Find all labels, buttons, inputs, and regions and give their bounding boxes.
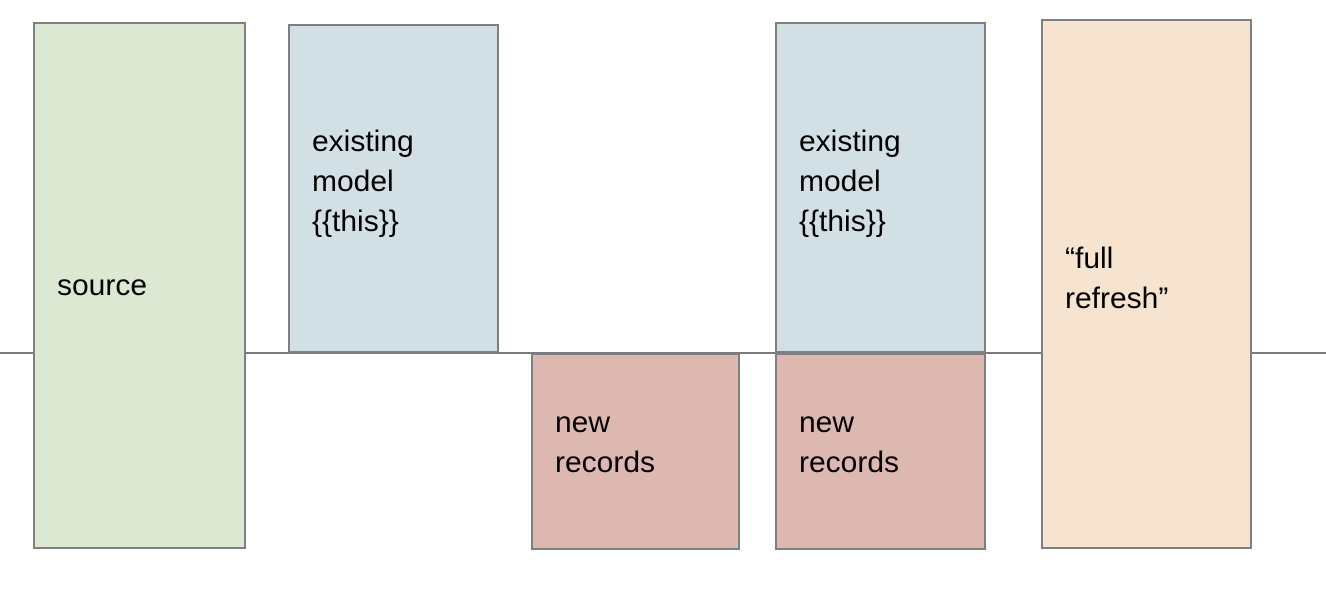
- node-full-refresh[interactable]: “full refresh”: [1041, 19, 1252, 549]
- node-source-label: source: [57, 268, 148, 302]
- node-new-records-1-label: new records: [555, 406, 656, 479]
- node-full-refresh-label: “full refresh”: [1065, 242, 1169, 315]
- node-existing-model-2[interactable]: existing model {{this}}: [775, 22, 986, 353]
- node-existing-model-1-label: existing model {{this}}: [312, 125, 414, 238]
- node-new-records-2-label: new records: [799, 406, 900, 479]
- node-new-records-1[interactable]: new records: [531, 353, 740, 550]
- node-source[interactable]: source: [33, 22, 246, 549]
- node-new-records-2[interactable]: new records: [775, 353, 986, 550]
- node-existing-model-1[interactable]: existing model {{this}}: [288, 24, 499, 353]
- node-existing-model-2-label: existing model {{this}}: [799, 125, 901, 238]
